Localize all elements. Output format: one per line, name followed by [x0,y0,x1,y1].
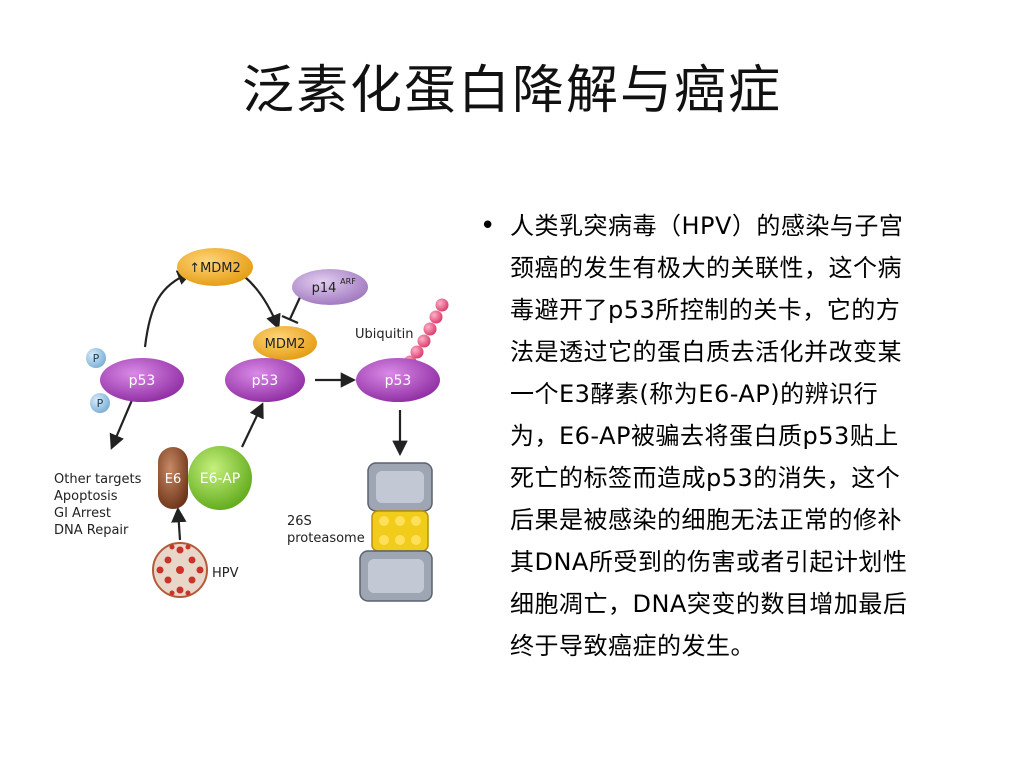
mdm2-upregulated: ↑MDM2 [177,248,253,286]
svg-text:Apoptosis: Apoptosis [54,489,118,504]
bullet-line: 颈癌的发生有极大的关联性，这个病 [510,254,902,282]
p53-center: p53 [225,358,305,402]
svg-text:Other targets: Other targets [54,472,142,487]
bullet-line: 法是透过它的蛋白质去活化并改变某 [510,338,902,366]
mdm2-bound: MDM2 [253,326,317,360]
bullet-line: 人类乳突病毒（HPV）的感染与子宫 [510,212,904,240]
e6-protein: E6 [158,447,188,509]
svg-text:P: P [97,397,104,410]
svg-text:↑MDM2: ↑MDM2 [189,261,241,276]
ubiquitin-pathway-diagram: P P p53 ↑MDM2 p14 ARF MDM2 p53 Ubiquitin [54,248,449,602]
svg-text:p53: p53 [385,373,412,389]
svg-text:E6-AP: E6-AP [200,471,241,487]
bullet-line: 死亡的标签而造成p53的消失，这个 [510,464,901,492]
ubiquitin-label: Ubiquitin [355,327,413,342]
proteasome-26s [359,462,433,602]
proteasome-label: 26S proteasome [287,514,365,546]
bullet-line: 一个E3酵素(称为E6-AP)的辨识行 [510,380,879,408]
bullet-line: 终于导致癌症的发生。 [510,632,755,660]
e6-ap-protein: E6-AP [188,446,252,510]
p53-phosphorylated: p53 [100,358,184,402]
svg-text:GI Arrest: GI Arrest [54,506,111,521]
svg-text:ARF: ARF [340,277,356,286]
slide-title: 泛素化蛋白降解与癌症 [241,61,782,121]
phosphate-bottom: P [90,393,110,413]
hpv-label: HPV [212,566,239,581]
bullet-line: 为，E6-AP被骗去将蛋白质p53贴上 [510,422,899,450]
bullet-marker: • [480,211,496,241]
p14-arf: p14 ARF [292,269,368,305]
pathway-arrows [109,270,408,541]
bullet-line: 其DNA所受到的伤害或者引起计划性 [510,548,908,576]
bullet-paragraph: 人类乳突病毒（HPV）的感染与子宫 颈癌的发生有极大的关联性，这个病 毒避开了p… [510,205,972,667]
svg-text:P: P [93,352,100,365]
svg-text:26S: 26S [287,514,312,529]
svg-text:p53: p53 [129,373,156,389]
svg-text:p53: p53 [252,373,279,389]
svg-text:p14: p14 [312,281,337,296]
hpv-virus [152,542,208,598]
p53-ubiquitinated: p53 [356,358,440,402]
svg-text:DNA Repair: DNA Repair [54,523,129,538]
bullet-line: 毒避开了p53所控制的关卡，它的方 [510,296,901,324]
svg-text:E6: E6 [165,472,182,487]
phosphate-top: P [86,348,106,368]
bullet-line: 细胞凋亡，DNA突变的数目增加最后 [510,590,908,618]
p53-targets-list: Other targets Apoptosis GI Arrest DNA Re… [54,472,142,538]
svg-text:MDM2: MDM2 [265,337,306,352]
bullet-line: 后果是被感染的细胞无法正常的修补 [510,506,902,534]
svg-text:proteasome: proteasome [287,531,365,546]
